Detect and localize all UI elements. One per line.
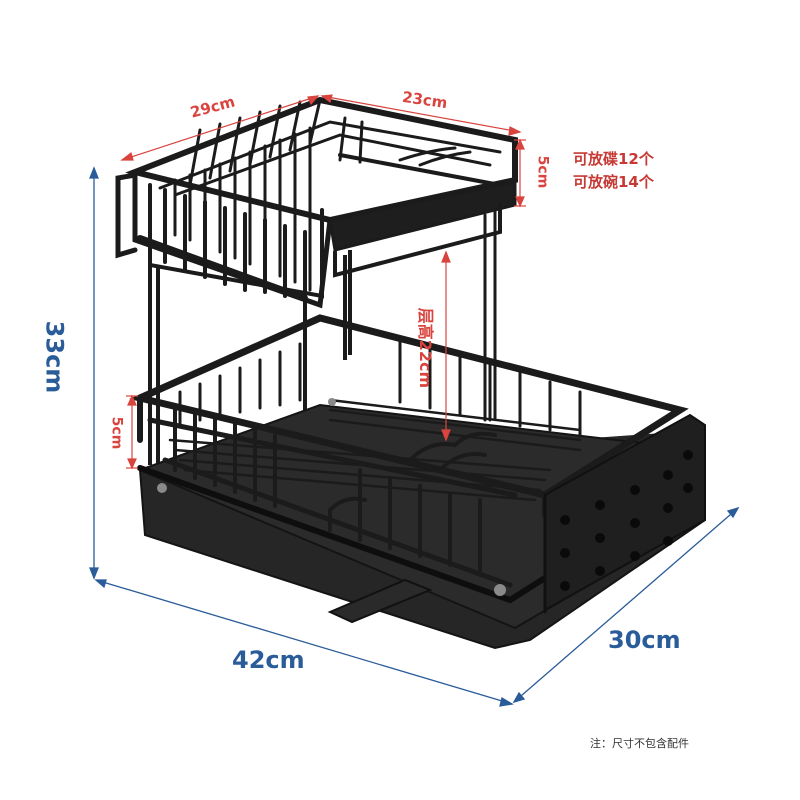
accessory-note: 注：尺寸不包含配件 [590,737,689,750]
bottom-rail-height-label: 5cm [108,416,125,450]
total-depth-label: 30cm [608,626,681,654]
small-dimension-lines [120,94,526,470]
total-height-label: 33cm [40,320,69,394]
large-dimension-lines [89,166,740,707]
top-rail-height-label: 5cm [534,155,551,189]
total-width-label: 42cm [232,646,305,674]
plate-capacity-label: 可放碟12个 [573,150,654,168]
bottom-tier-rack [129,314,706,650]
bowl-capacity-label: 可放碗14个 [573,173,654,191]
top-tier-rack [115,96,518,422]
tier-spacing-label: 层高22cm [416,307,436,389]
